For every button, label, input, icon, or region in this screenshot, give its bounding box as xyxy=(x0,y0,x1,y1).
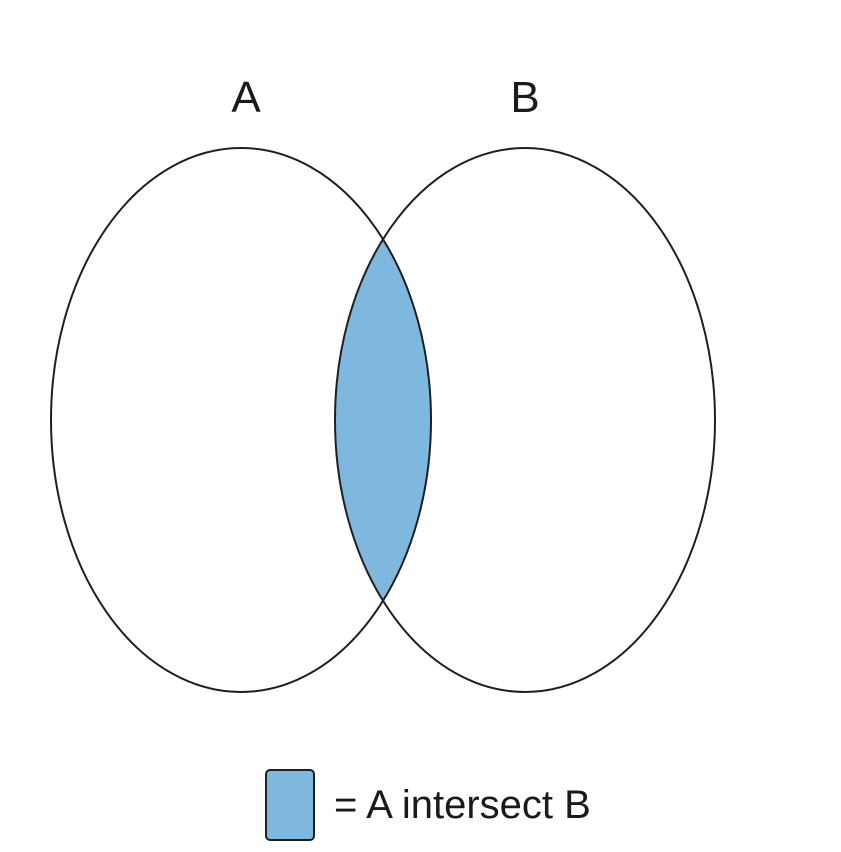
set-b-label: B xyxy=(510,73,539,122)
intersection-region xyxy=(335,148,431,692)
legend-label: = A intersect B xyxy=(334,783,591,827)
set-a-circle xyxy=(50,147,432,693)
legend-swatch xyxy=(265,769,315,841)
set-b-circle xyxy=(334,147,716,693)
set-a-label: A xyxy=(231,73,261,122)
